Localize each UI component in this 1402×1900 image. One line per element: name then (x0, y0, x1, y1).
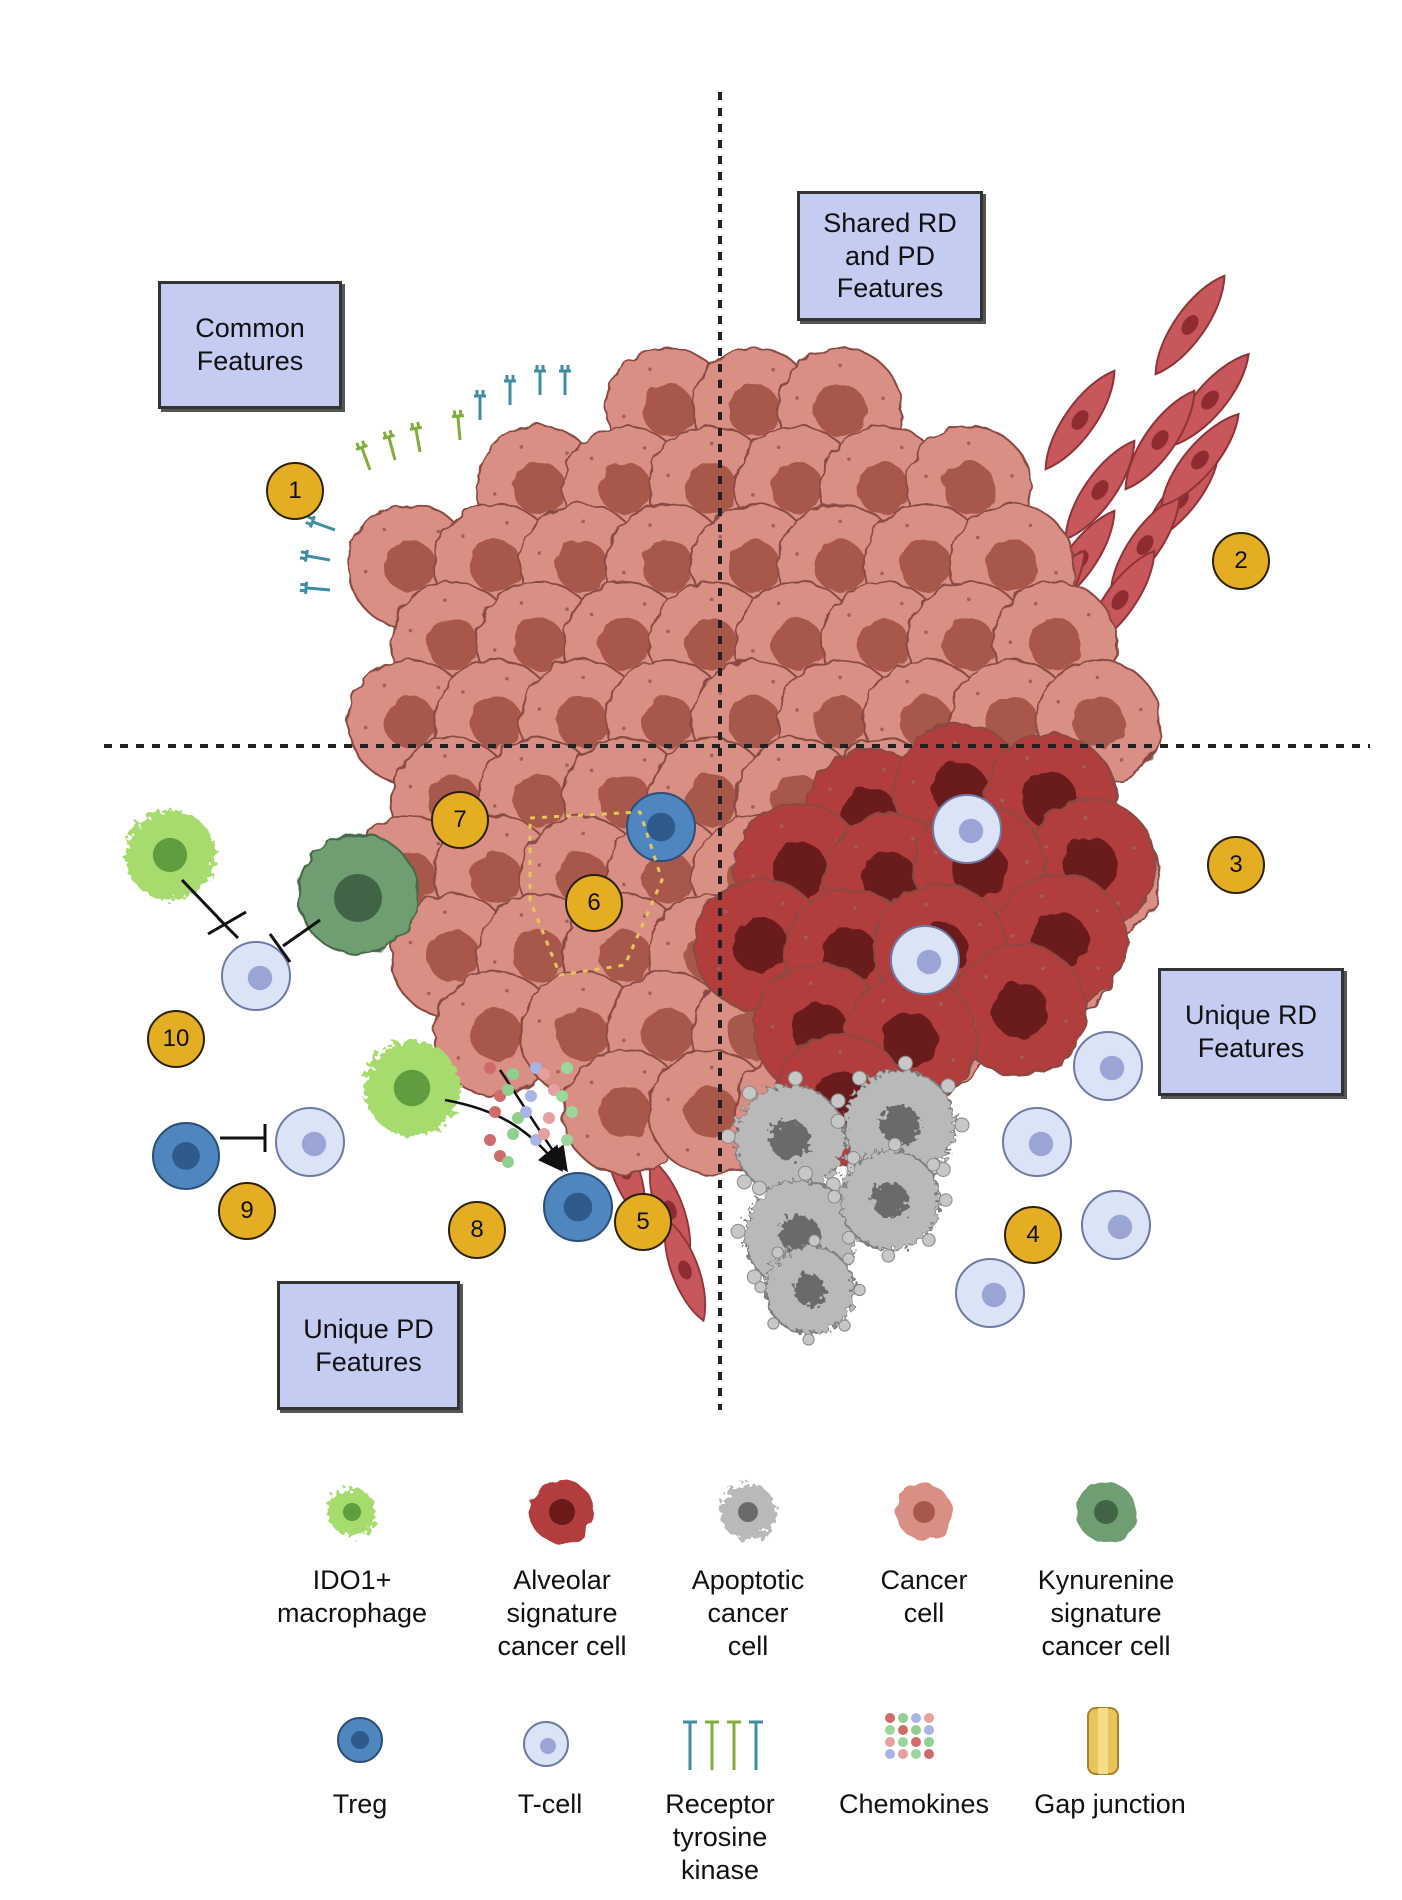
cancer-cell (562, 1049, 688, 1175)
apoptotic-cancer-cell (720, 1070, 860, 1210)
marker-9: 9 (218, 1182, 276, 1240)
ido1-macrophage (364, 1040, 460, 1136)
receptor-tyrosine-kinase (299, 549, 331, 563)
receptor-tyrosine-kinase (382, 429, 397, 461)
t-cell (890, 925, 960, 995)
treg-cell (543, 1172, 613, 1242)
fibroblast (1160, 412, 1240, 508)
chemokine (520, 1106, 532, 1118)
marker-4: 4 (1004, 1206, 1062, 1264)
legend-label-apoptotic: Apoptotic cancer cell (691, 1565, 805, 1661)
t-cell (932, 794, 1002, 864)
ido1-macrophage-icon (328, 1488, 376, 1536)
marker-7: 7 (431, 791, 489, 849)
annotations-layer (104, 92, 1370, 1410)
fibroblast (1154, 274, 1226, 376)
chemokine (484, 1134, 496, 1146)
unique-pd-features-box: Unique PD Features (277, 1281, 460, 1410)
marker-2: 2 (1212, 532, 1270, 590)
inhibition-line (220, 1124, 267, 1152)
chemokine (507, 1128, 519, 1140)
marker-3: 3 (1207, 836, 1265, 894)
gap-junction-ring (528, 810, 664, 977)
legend-label-gap-junction: Gap junction (1034, 1789, 1186, 1819)
apoptotic-cells-layer (720, 1055, 970, 1346)
t-cell (1002, 1107, 1072, 1177)
legend-label-ido1-macrophage: IDO1+ macrophage (276, 1565, 428, 1628)
legend-label-t-cell: T-cell (517, 1789, 583, 1819)
alveolar-cancer-cell-icon (530, 1480, 594, 1544)
ido1-macrophage (125, 810, 215, 900)
legend-label-cancer: Cancer cell (880, 1565, 968, 1628)
legend-label-treg: Treg (332, 1789, 388, 1819)
chemokine (538, 1068, 550, 1080)
chemokine (525, 1090, 537, 1102)
chemokine (538, 1128, 550, 1140)
legend-label-kynurenine: Kynurenine signature cancer cell (1037, 1565, 1175, 1661)
t-cell (1073, 1031, 1143, 1101)
apoptotic-cancer-cell (754, 1234, 866, 1346)
recruitment-arrow (498, 1069, 568, 1173)
chemokine (561, 1134, 573, 1146)
receptor-tyrosine-kinase (559, 365, 571, 395)
common-features-box: Common Features (158, 281, 342, 409)
treg-icon (337, 1717, 383, 1763)
receptor-tyrosine-kinase (534, 365, 546, 395)
legend-label-chemokines: Chemokines (838, 1789, 990, 1819)
marker-5: 5 (614, 1193, 672, 1251)
kynurenine-cancer-cell-icon (1076, 1482, 1136, 1542)
fibroblast (1064, 439, 1136, 541)
marker-10: 10 (147, 1010, 205, 1068)
unique-rd-features-box: Unique RD Features (1158, 968, 1344, 1096)
inhibition-line (180, 878, 247, 940)
chemokine (502, 1156, 514, 1168)
fibroblast (663, 1217, 707, 1323)
chemokine (502, 1084, 514, 1096)
legend-label-alveolar: Alveolar signature cancer cell (497, 1565, 627, 1661)
marker-6: 6 (565, 874, 623, 932)
receptor-tyrosine-kinase (504, 375, 516, 405)
gap-junction-icon (1087, 1707, 1119, 1775)
receptor-tyrosine-kinase (451, 409, 465, 441)
chemokines-icon (885, 1713, 934, 1759)
apoptotic-cancer-cell (827, 1137, 953, 1263)
receptor-tyrosine-kinase (355, 440, 372, 471)
t-cell (221, 941, 291, 1011)
chemokine (566, 1106, 578, 1118)
legend-label-rtk: Receptor tyrosine kinase (665, 1789, 775, 1885)
legend-icons-layer (328, 1480, 1136, 1775)
immune-cells-layer (125, 792, 1151, 1328)
receptor-tyrosine-kinase (409, 421, 423, 453)
chemokine (489, 1106, 501, 1118)
chemokine (543, 1112, 555, 1124)
t-cell (1081, 1190, 1151, 1260)
apoptotic-cancer-cell-icon (720, 1484, 776, 1540)
chemokine (556, 1090, 568, 1102)
marker-8: 8 (448, 1201, 506, 1259)
receptor-tyrosine-kinase-icon (683, 1720, 763, 1770)
treg-cell (152, 1122, 220, 1190)
inhibition-line (268, 918, 321, 963)
receptor-tyrosine-kinase (299, 581, 331, 595)
receptor-tyrosine-kinase (305, 515, 336, 532)
cancer-cell-icon (896, 1484, 952, 1540)
t-cell (955, 1258, 1025, 1328)
chemokine (561, 1062, 573, 1074)
kynurenine-cancer-cell (297, 833, 419, 955)
t-cell (275, 1107, 345, 1177)
treg-cell (626, 792, 696, 862)
chemokine (484, 1062, 496, 1074)
t-cell-icon (523, 1721, 569, 1767)
fibroblast (1044, 369, 1116, 471)
alveolar-cancer-cell (953, 943, 1087, 1077)
chemokine (507, 1068, 519, 1080)
shared-features-box: Shared RD and PD Features (797, 191, 983, 321)
marker-1: 1 (266, 462, 324, 520)
receptor-tyrosine-kinase (474, 390, 486, 420)
fibroblast (1124, 389, 1196, 491)
